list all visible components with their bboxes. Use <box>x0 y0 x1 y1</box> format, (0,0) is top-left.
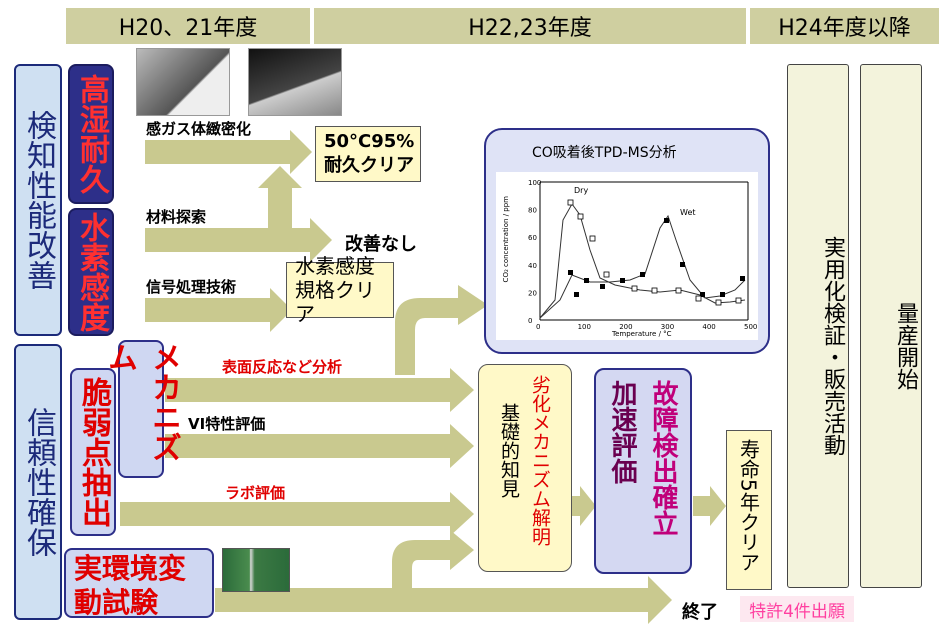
inset-xtick: 500 <box>744 323 757 331</box>
timeline-h24: H24年度以降 <box>750 8 939 44</box>
arrow-mech-fault <box>572 486 596 526</box>
arrow-fault-life <box>693 486 726 526</box>
label-material: 材料探索 <box>146 208 207 226</box>
sem-photo-1 <box>136 48 230 116</box>
arrow-signal <box>145 288 292 332</box>
sub-field-test: 実環境変動試験 <box>64 548 214 619</box>
circuit-board-photo <box>222 548 290 592</box>
sub-mechanism: メカニズム <box>102 340 181 478</box>
inset-ytick: 40 <box>528 262 537 270</box>
label-end: 終了 <box>682 602 718 623</box>
series-dry <box>539 203 746 319</box>
sub-weakpoint: 脆弱点抽出 <box>70 368 116 536</box>
timeline-h20: H20、21年度 <box>66 8 310 44</box>
arrow-field-up <box>392 530 474 600</box>
category-reliability: 信頼性確保 <box>14 344 62 620</box>
inset-xtick: 100 <box>578 323 591 331</box>
sub-hydrogen: 水素感度 <box>68 208 114 336</box>
arrow-field <box>215 576 672 624</box>
inset-xtick: 200 <box>619 323 632 331</box>
inset-ytick: 60 <box>528 234 537 242</box>
label-lab: ラボ評価 <box>225 484 286 502</box>
series-wet <box>539 214 746 319</box>
label-vi: VI特性評価 <box>188 415 266 433</box>
timeline-h22: H22,23年度 <box>314 8 746 44</box>
category-detection: 検知性能改善 <box>14 64 62 336</box>
inset-ytick: 0 <box>528 317 532 325</box>
mechanism-black-text: 基礎的知見 <box>498 403 520 498</box>
inset-ytick: 80 <box>528 207 537 215</box>
inset-xtick: 300 <box>661 323 674 331</box>
result-humidity-clear: 50°C95% 耐久クリア <box>315 126 421 182</box>
inset-title: CO吸着後TPD-MS分析 <box>532 145 677 161</box>
hydrogen-clear-line2: 規格クリア <box>295 278 375 326</box>
box-life: 寿命5年クリア <box>726 430 772 590</box>
result-hydrogen-clear: 水素感度 規格クリア <box>286 254 394 326</box>
label-signal: 信号処理技術 <box>146 278 237 296</box>
arrow-vi <box>165 424 474 468</box>
inset-xtick: 400 <box>702 323 715 331</box>
arrow-densify <box>145 130 312 174</box>
box-mechanism: 劣化メカニズム解明 基礎的知見 <box>478 364 572 572</box>
arrow-to-inset <box>395 285 488 375</box>
inset-legend-wet: Wet <box>680 208 696 217</box>
arrow-material-up <box>258 166 302 240</box>
inset-legend-dry: Dry <box>574 186 589 195</box>
inset-ytick: 100 <box>528 179 541 187</box>
mechanism-red-text: 劣化メカニズム解明 <box>529 375 551 546</box>
patent-badge: 特許4件出願 <box>740 596 854 622</box>
fault-black-text: 加速評価 <box>607 380 637 484</box>
sub-humidity: 高湿耐久 <box>68 64 114 204</box>
inset-xtick: 0 <box>536 323 540 331</box>
inset-ylabel: CO₂ concentration / ppm <box>502 196 510 283</box>
inset-xlabel: Temperature / °C <box>612 330 672 338</box>
sem-photo-2 <box>248 48 342 116</box>
hydrogen-clear-line1: 水素感度 <box>295 254 375 278</box>
arrow-lab <box>120 492 474 536</box>
arrow-surface <box>165 368 474 412</box>
result-no-improve: 改善なし <box>345 234 417 255</box>
column-mass: 量産開始 <box>860 64 922 588</box>
humidity-clear-line1: 50°C95% <box>324 131 415 152</box>
fault-red-text: 故障検出確立 <box>648 380 678 536</box>
box-fault: 故障検出確立 加速評価 <box>594 368 692 574</box>
inset-ytick: 20 <box>528 289 537 297</box>
humidity-clear-line2: 耐久クリア <box>324 155 414 176</box>
label-surface: 表面反応など分析 <box>222 358 343 376</box>
column-practical: 実用化検証・販売活動 <box>787 64 849 588</box>
label-densify: 感ガス体緻密化 <box>146 120 252 138</box>
